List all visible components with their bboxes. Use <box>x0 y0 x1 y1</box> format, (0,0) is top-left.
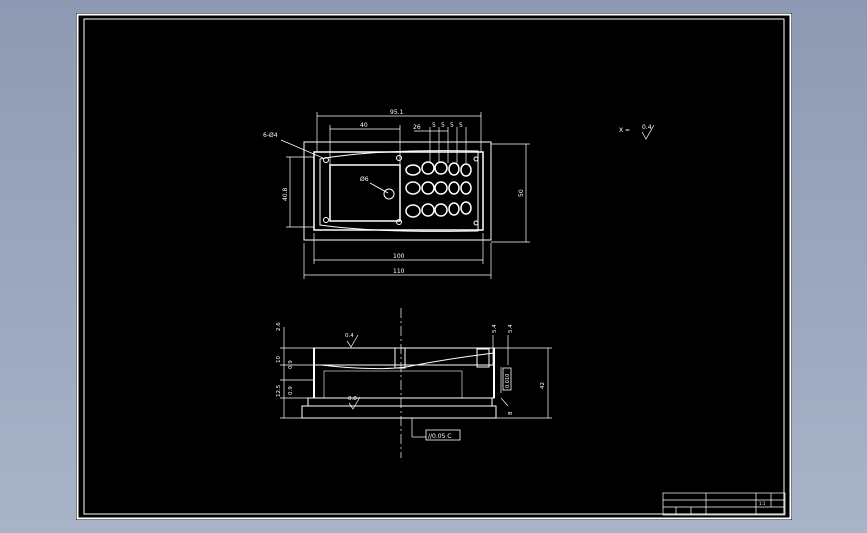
mounting-hole <box>396 155 402 161</box>
roughness-symbol-icon <box>346 334 359 348</box>
dim-insert-height: 5.4 <box>492 324 498 333</box>
dim-insert-offset: 5.4 <box>508 324 514 333</box>
mounting-hole <box>323 157 329 163</box>
title-block <box>662 492 786 516</box>
center-hole-leader <box>369 182 389 194</box>
top-view-labels: 95.1 40 26 5 5 5 5 6-Ø4 Ø6 40.8 50 100 1… <box>263 109 525 275</box>
dim-key-offset: 26 <box>413 124 421 131</box>
mounting-hole <box>473 220 479 226</box>
dim-body-height: 12.5 <box>276 384 282 397</box>
dim-key-pitch: 5 <box>441 122 445 129</box>
drawing-sheet: 95.1 40 26 5 5 5 5 6-Ø4 Ø6 40.8 50 100 1… <box>76 13 792 520</box>
dim-inner-width: 100 <box>393 253 405 260</box>
side-insert <box>476 348 490 368</box>
title-block-labels: 1:1 <box>759 501 766 506</box>
roughness-bottom-value: 0.8 <box>348 396 357 402</box>
base-plate <box>301 405 497 419</box>
center-hole <box>383 188 395 200</box>
dim-wall-offset: 0.9 <box>288 386 294 395</box>
center-insert <box>394 347 406 369</box>
dim-key-pitch: 5 <box>432 122 436 129</box>
dim-top-step: 2.6 <box>276 322 282 331</box>
cavity-profile <box>320 352 495 370</box>
dim-key-pitch: 5 <box>459 122 463 129</box>
section-view-labels: 2.6 10 0.9 12.5 0.9 5.4 5.4 42 8 0.4 0.8… <box>276 322 546 440</box>
dim-overall-width: 95.1 <box>390 109 404 116</box>
dim-step-height: 0.9 <box>288 360 294 369</box>
screen-recess <box>329 164 401 222</box>
dim-screen-width: 40 <box>360 122 368 129</box>
dim-base-thickness: 8 <box>508 411 514 415</box>
dim-cavity-height: 40.8 <box>282 187 289 201</box>
mounting-hole <box>396 219 402 225</box>
mold-body <box>313 347 495 399</box>
inner-border <box>83 18 785 515</box>
roughness-note-value: 0.4 <box>642 124 652 131</box>
base-step <box>307 397 493 407</box>
inner-cavity <box>323 370 463 399</box>
outer-border <box>76 13 792 520</box>
title-scale: 1:1 <box>759 501 766 506</box>
keypad-keys <box>405 161 472 218</box>
hole-callout: 6-Ø4 <box>263 132 278 139</box>
surface-roughness-note: X = 0.4 <box>619 124 655 140</box>
section-dimension-lines <box>280 327 552 438</box>
section-view <box>280 308 552 458</box>
dim-total-height: 42 <box>540 382 546 389</box>
dim-key-pitch: 5 <box>450 122 454 129</box>
mounting-hole <box>473 156 479 162</box>
dim-plate-height: 50 <box>518 189 525 197</box>
drawing-canvas: 95.1 40 26 5 5 5 5 6-Ø4 Ø6 40.8 50 100 1… <box>76 13 792 520</box>
roughness-top-value: 0.4 <box>345 333 354 339</box>
roughness-symbol-icon <box>348 396 361 410</box>
flatness-frame <box>502 367 512 391</box>
parallelism-frame <box>425 429 461 441</box>
roughness-note-prefix: X = <box>619 127 630 134</box>
dim-upper-height: 10 <box>276 356 282 363</box>
mounting-hole <box>323 217 329 223</box>
phone-shell-outline <box>319 150 479 232</box>
top-view-outer-plate <box>303 141 492 241</box>
flatness-tolerance: 0.010 <box>505 374 511 388</box>
roughness-symbol-icon <box>641 124 655 140</box>
parallelism-tolerance: //0.05 C <box>428 433 452 440</box>
dim-outer-width: 110 <box>393 268 405 275</box>
top-view-dimension-lines <box>280 112 530 279</box>
top-view <box>280 112 530 279</box>
center-hole-label: Ø6 <box>360 176 369 183</box>
